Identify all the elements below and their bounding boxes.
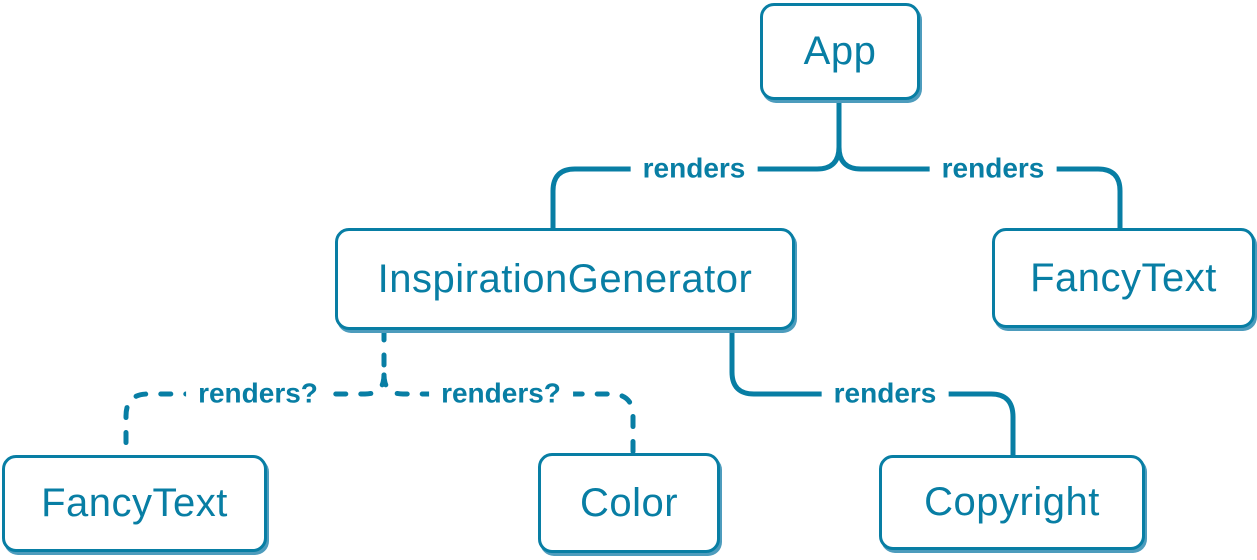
node-fancy-text-top-label: FancyText — [1030, 255, 1217, 300]
edge-label-inspiration-generator-fancy-text: renders? — [186, 378, 330, 410]
node-inspiration-generator-label: InspirationGenerator — [377, 256, 753, 301]
node-fancy-text-bottom: FancyText — [2, 455, 267, 552]
edge-inspiration-generator-fancy-text — [123, 372, 387, 458]
node-color-label: Color — [579, 480, 679, 525]
edge-label-inspiration-generator-color: renders? — [429, 378, 573, 410]
node-copyright-label: Copyright — [924, 480, 1100, 524]
node-app: App — [760, 3, 920, 100]
edge-label-inspiration-generator-copyright: renders — [821, 378, 949, 410]
node-fancy-text-bottom-label: FancyText — [41, 481, 228, 525]
node-copyright: Copyright — [879, 455, 1145, 550]
node-inspiration-generator: InspirationGenerator — [335, 228, 795, 330]
edge-app-fancy-text — [836, 144, 1123, 231]
node-fancy-text-top: FancyText — [992, 228, 1255, 328]
edge-label-app-inspiration-generator: renders — [630, 153, 758, 185]
edge-app-inspiration-generator — [550, 144, 842, 231]
node-app-label: App — [803, 29, 877, 73]
node-color: Color — [538, 453, 720, 553]
edge-label-app-fancy-text: renders — [929, 153, 1057, 185]
edge-inspiration-generator-color — [381, 372, 636, 456]
